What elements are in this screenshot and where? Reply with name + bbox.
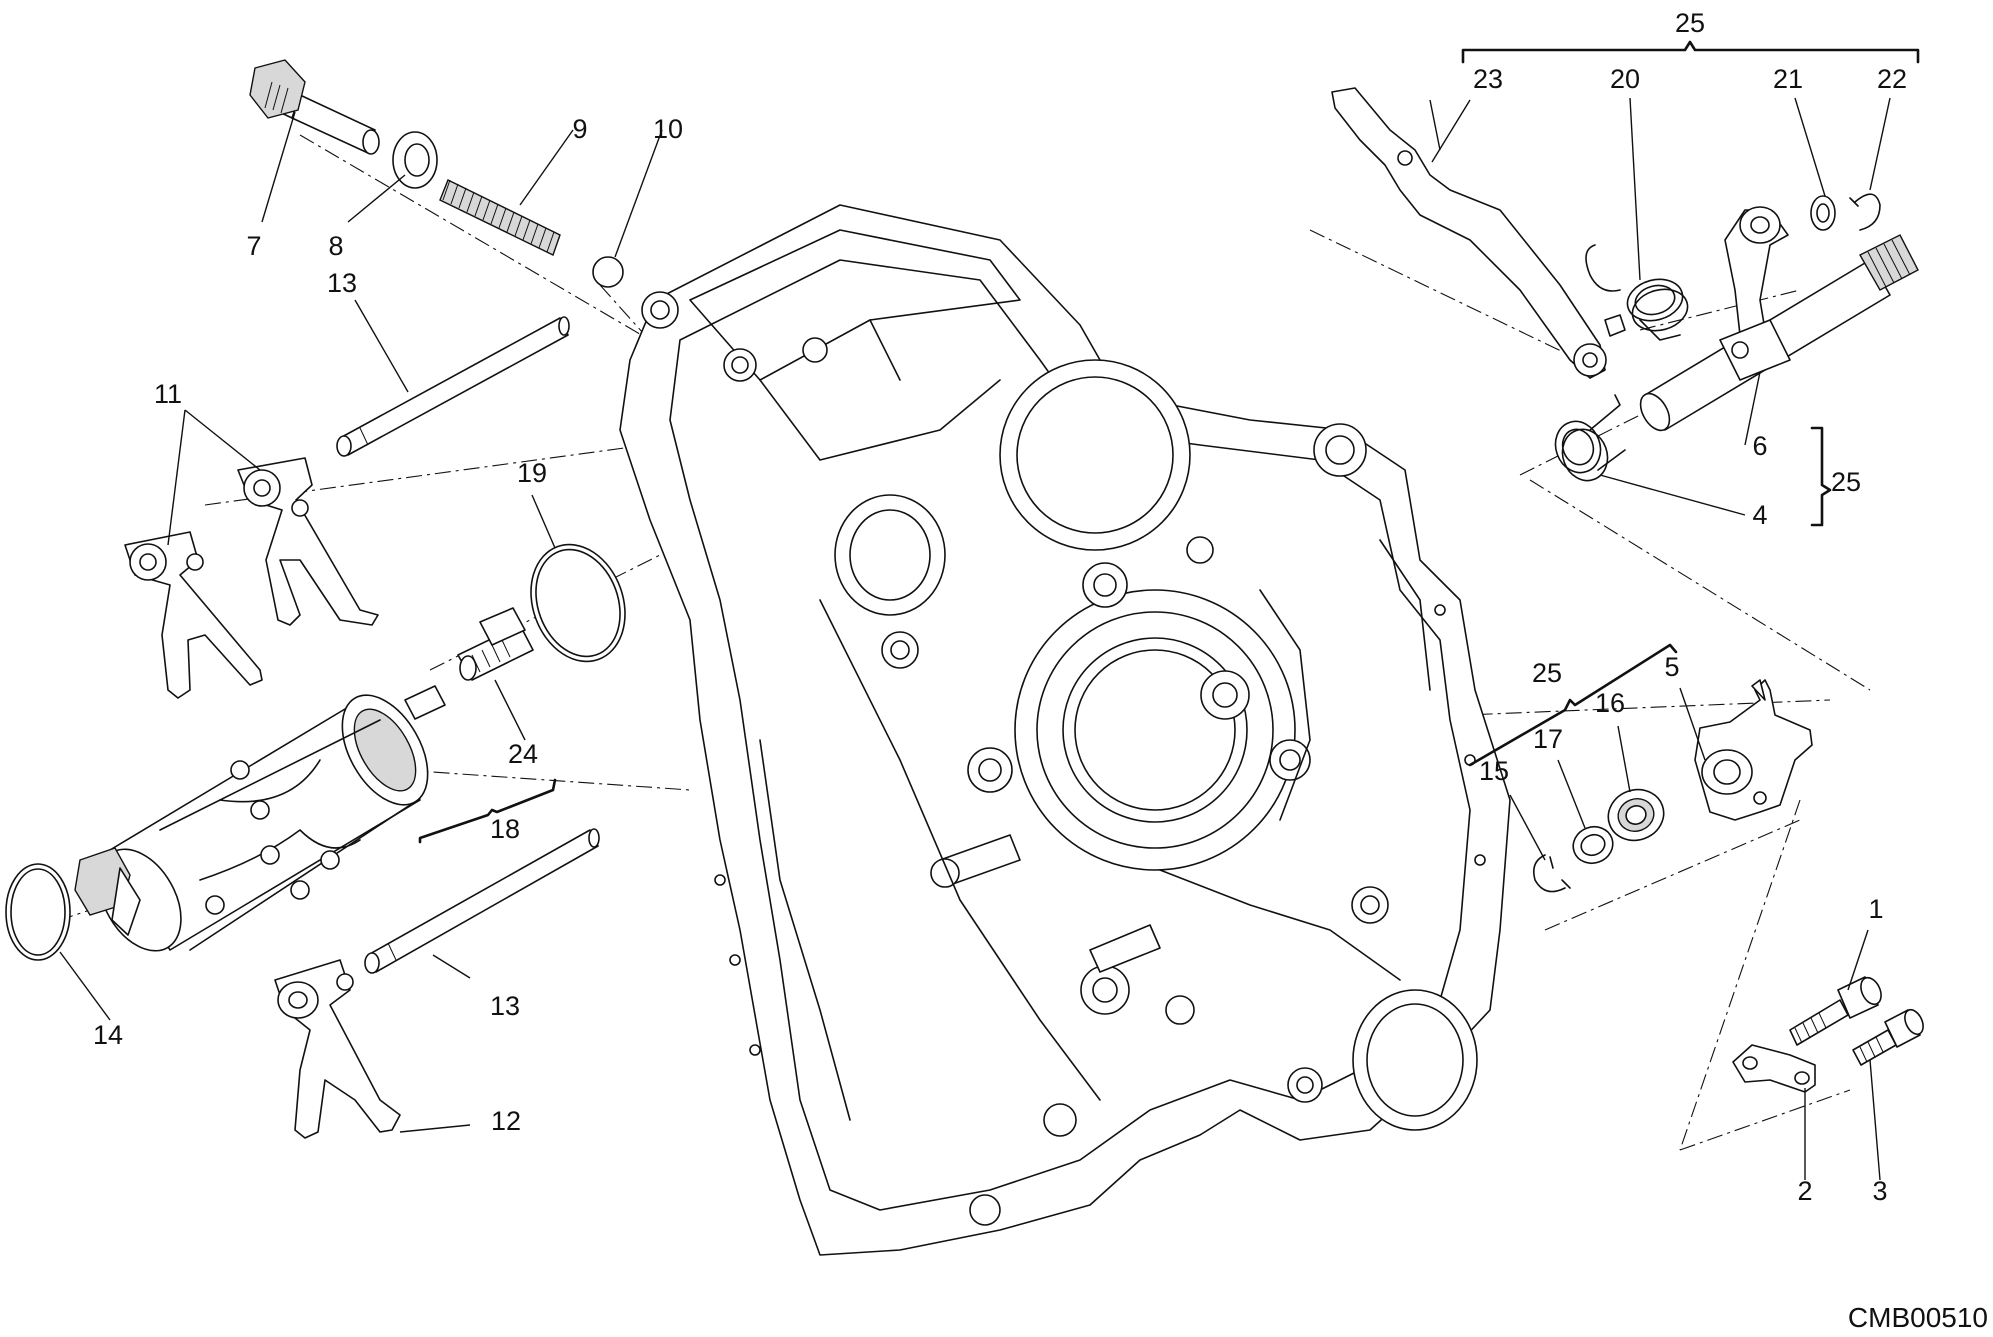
callout-14: 14: [93, 1020, 123, 1050]
callout-6: 6: [1752, 431, 1767, 461]
part-16-oil-seal: [1607, 788, 1665, 842]
part-4-return-spring: [1554, 394, 1626, 482]
part-3-screw: [1852, 1008, 1924, 1066]
part-9-spring: [439, 179, 561, 256]
callout-13-lower: 13: [490, 991, 520, 1021]
part-15-circlip: [1532, 854, 1571, 893]
part-6-gearshift-shaft: [1639, 206, 1919, 432]
callout-20: 20: [1610, 64, 1640, 94]
callout-24: 24: [508, 739, 538, 769]
part-2-plate: [1732, 1044, 1816, 1093]
callout-11: 11: [154, 379, 182, 409]
leader-lines: [59, 97, 1891, 1181]
callout-25-top: 25: [1675, 8, 1705, 38]
callout-15: 15: [1479, 756, 1509, 786]
callout-25-middle: 25: [1532, 658, 1562, 688]
drawing-code: CMB00510: [1848, 1302, 1988, 1333]
part-14-o-ring: [5, 863, 71, 961]
group-brackets: [418, 40, 1920, 844]
callout-13-upper: 13: [327, 268, 357, 298]
callout-23: 23: [1473, 64, 1503, 94]
part-13-upper-rod: [336, 316, 570, 457]
callout-16: 16: [1595, 688, 1625, 718]
callout-18: 18: [490, 814, 520, 844]
callout-19: 19: [517, 458, 547, 488]
part-23-shift-arm: [1331, 87, 1626, 379]
part-18-shift-drum: [74, 685, 446, 952]
callout-7: 7: [246, 231, 261, 261]
callout-8: 8: [328, 231, 343, 261]
part-1-screw: [1789, 976, 1882, 1046]
callout-25-right: 25: [1831, 467, 1861, 497]
callout-12: 12: [491, 1106, 521, 1136]
callout-21: 21: [1773, 64, 1803, 94]
callout-9: 9: [572, 114, 587, 144]
part-17-washer: [1572, 825, 1614, 865]
part-20-spring: [1585, 244, 1689, 341]
part-12-selector-fork: [274, 959, 401, 1139]
callout-5: 5: [1664, 652, 1679, 682]
part-10-ball: [592, 256, 624, 288]
part-7-shaft-pin: [249, 59, 380, 155]
callout-2: 2: [1797, 1176, 1812, 1206]
part-24-detent-pin: [457, 607, 534, 681]
part-8-washer: [392, 131, 438, 189]
callout-17: 17: [1533, 724, 1563, 754]
part-21-washer: [1810, 195, 1836, 231]
callout-22: 22: [1877, 64, 1907, 94]
callout-labels: 1 2 3 4 5 6 7 8 9 10 11 12 13 13 14 15 1…: [93, 8, 1907, 1206]
callout-3: 3: [1872, 1176, 1887, 1206]
part-22-circlip: [1849, 193, 1881, 231]
crankcase-half: [619, 204, 1511, 1256]
callout-1: 1: [1868, 894, 1883, 924]
part-13-lower-rod: [364, 828, 600, 974]
part-5-plate: [1694, 679, 1813, 821]
part-11-selector-forks: [124, 457, 379, 699]
callout-4: 4: [1752, 500, 1767, 530]
callout-10: 10: [653, 114, 683, 144]
part-19-o-ring: [530, 543, 626, 663]
